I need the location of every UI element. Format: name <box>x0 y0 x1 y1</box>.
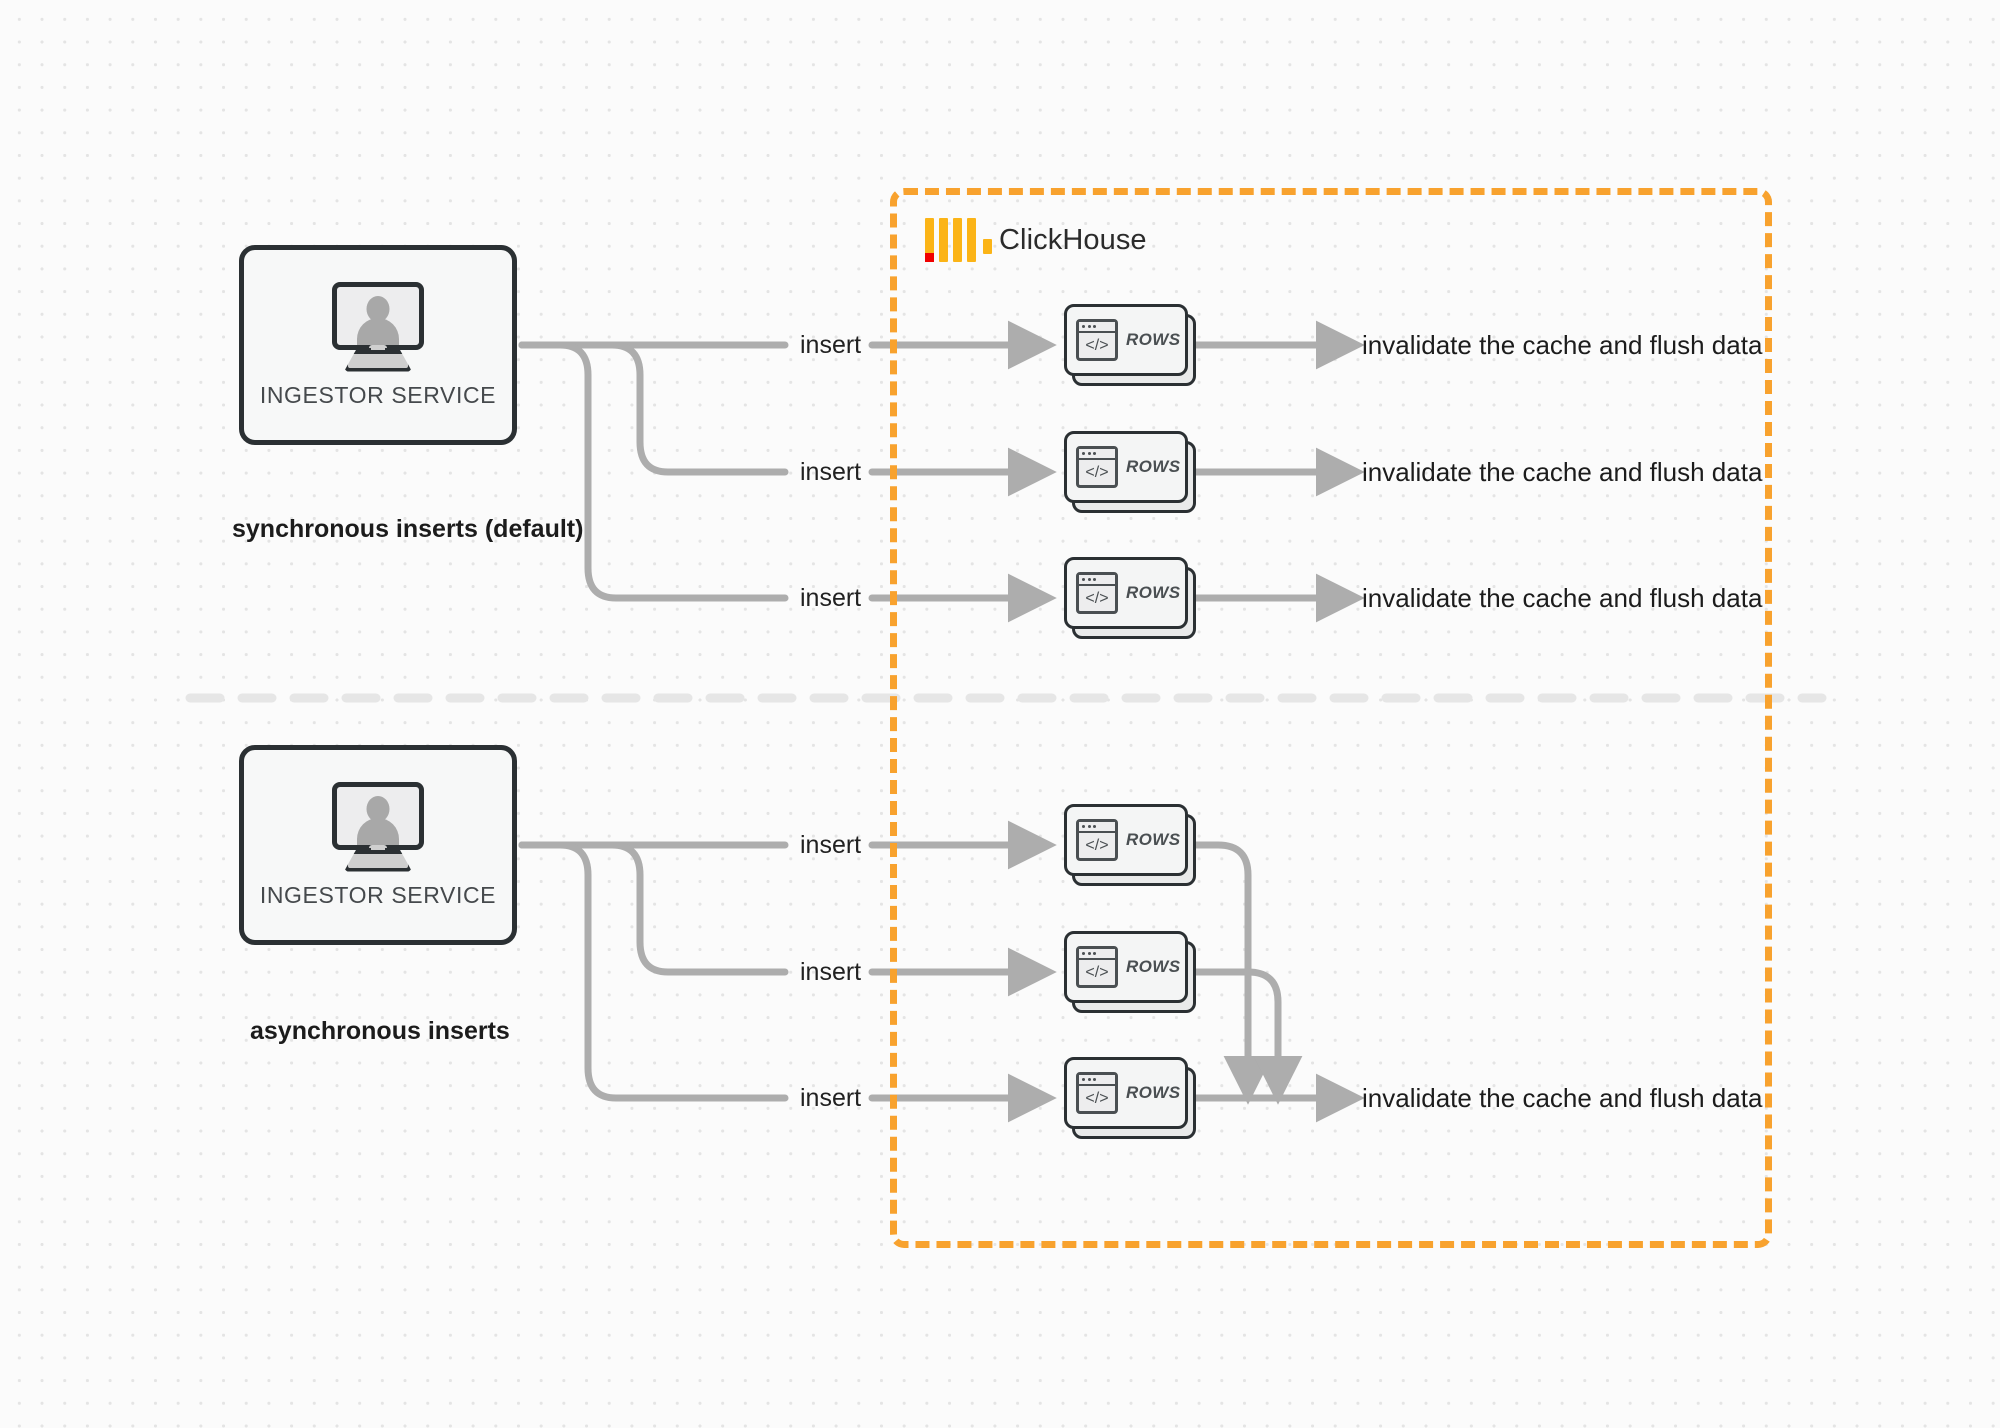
clickhouse-label: ClickHouse <box>999 223 1147 256</box>
ingestor-service-synchronous[interactable]: INGESTOR SERVICE <box>239 245 517 445</box>
rows-node-label: ROWS <box>1126 830 1181 849</box>
insert-label-sync-2: insert <box>800 458 862 486</box>
caption-asynchronous: asynchronous inserts <box>250 1017 510 1045</box>
rows-node-async-1[interactable]: </> ROWS <box>1064 804 1196 886</box>
code-window-icon: </> <box>1076 1072 1118 1114</box>
rows-node-label: ROWS <box>1126 1083 1181 1102</box>
rows-node-label: ROWS <box>1126 330 1181 349</box>
rows-node-label: ROWS <box>1126 957 1181 976</box>
insert-label-async-1: insert <box>800 831 862 859</box>
ingestor-service-asynchronous[interactable]: INGESTOR SERVICE <box>239 745 517 945</box>
output-label-async-merged: invalidate the cache and flush data <box>1362 1083 1763 1113</box>
output-label-sync-2: invalidate the cache and flush data <box>1362 457 1763 487</box>
monitor-user-icon <box>326 281 430 374</box>
insert-label-sync-1: insert <box>800 331 862 359</box>
code-window-icon: </> <box>1076 319 1118 361</box>
rows-node-sync-3[interactable]: </> ROWS <box>1064 557 1196 639</box>
output-label-sync-3: invalidate the cache and flush data <box>1362 583 1763 613</box>
rows-node-label: ROWS <box>1126 457 1181 476</box>
code-window-icon: </> <box>1076 819 1118 861</box>
monitor-user-icon <box>326 781 430 874</box>
insert-label-sync-3: insert <box>800 584 862 612</box>
clickhouse-logo <box>925 218 992 262</box>
service-label: INGESTOR SERVICE <box>259 881 497 908</box>
caption-synchronous: synchronous inserts (default) <box>232 515 584 543</box>
insert-label-async-3: insert <box>800 1084 862 1112</box>
rows-node-label: ROWS <box>1126 583 1181 602</box>
insert-label-async-2: insert <box>800 958 862 986</box>
clickhouse-boundary <box>890 188 1772 1248</box>
service-label: INGESTOR SERVICE <box>259 381 497 408</box>
clickhouse-branding: ClickHouse <box>925 218 1147 262</box>
rows-node-sync-1[interactable]: </> ROWS <box>1064 304 1196 386</box>
rows-node-async-3[interactable]: </> ROWS <box>1064 1057 1196 1139</box>
rows-node-sync-2[interactable]: </> ROWS <box>1064 431 1196 513</box>
code-window-icon: </> <box>1076 946 1118 988</box>
code-window-icon: </> <box>1076 446 1118 488</box>
rows-node-async-2[interactable]: </> ROWS <box>1064 931 1196 1013</box>
code-window-icon: </> <box>1076 572 1118 614</box>
output-label-sync-1: invalidate the cache and flush data <box>1362 330 1763 360</box>
